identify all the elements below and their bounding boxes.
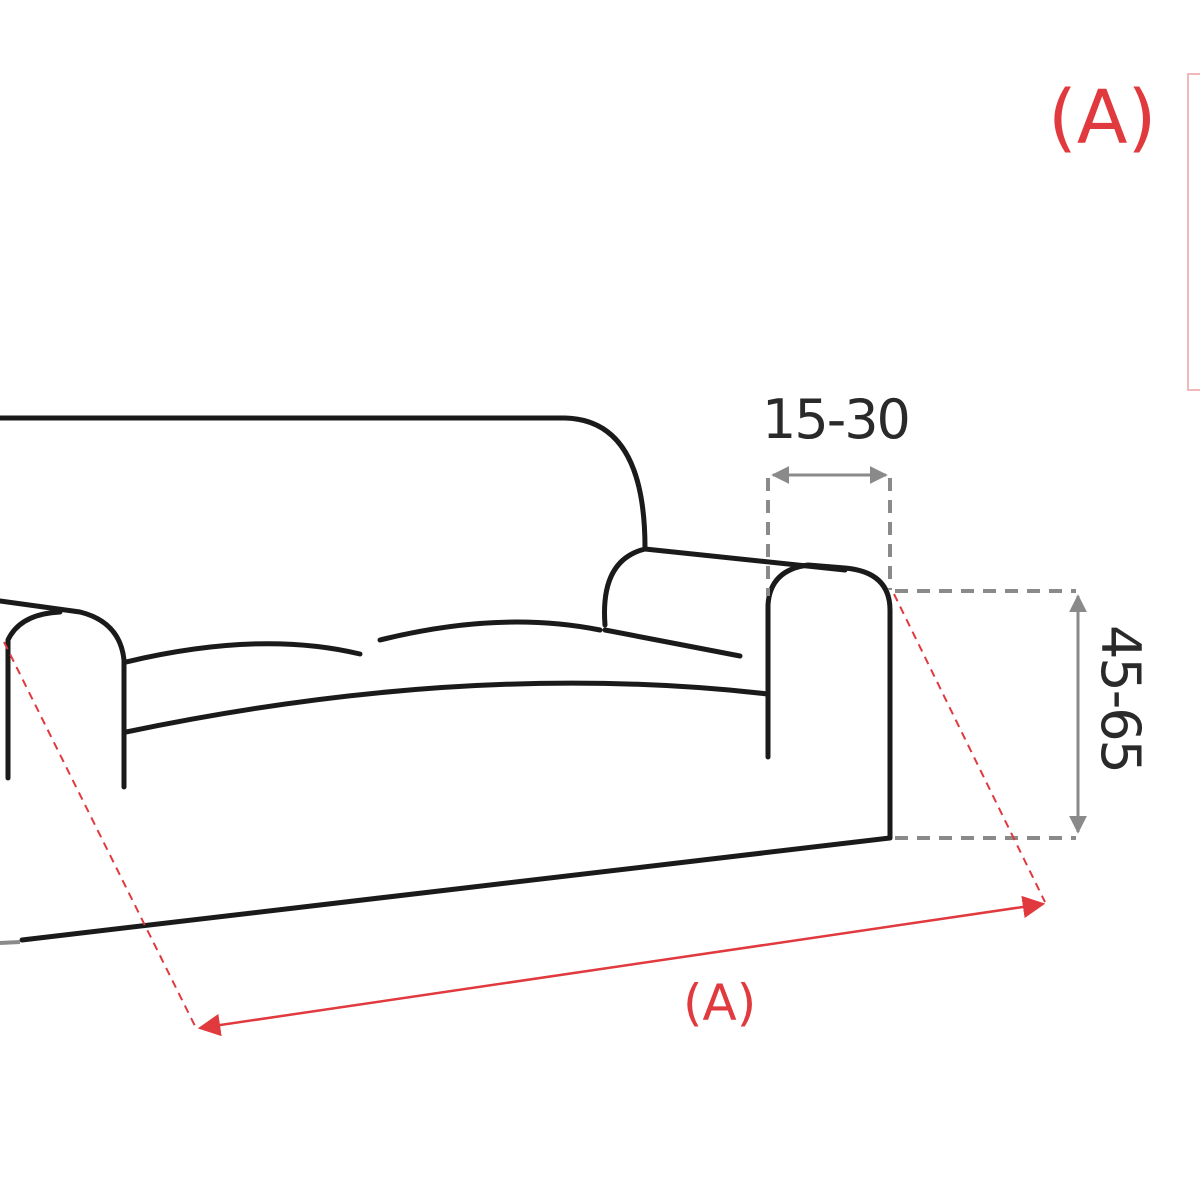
length-label: (A)	[683, 974, 756, 1032]
seat-cushion-left	[123, 641, 363, 665]
legend-frame	[1187, 73, 1200, 391]
arm-width-dimension: 15-30	[762, 388, 911, 596]
arm-width-label: 15-30	[762, 388, 909, 451]
backrest	[0, 415, 648, 551]
length-guide-left	[3, 641, 197, 1029]
sofa-base	[19, 835, 893, 943]
length-guide-right	[893, 593, 1046, 903]
right-arm	[765, 562, 893, 841]
base-left-stub	[0, 940, 21, 945]
arm-height-label: 45-65	[1089, 625, 1152, 772]
seat-front-edge	[123, 680, 771, 735]
right-back-pillow	[602, 546, 743, 659]
left-arm-inner	[5, 609, 63, 781]
length-arrow	[197, 895, 1046, 1037]
legend-length-label: (A)	[1048, 75, 1156, 161]
length-dimension: (A)	[3, 593, 1046, 1037]
seat-cushion-right	[377, 619, 603, 643]
left-arm	[0, 598, 127, 790]
arm-height-dimension: 45-65	[895, 589, 1152, 840]
sofa-outline	[0, 415, 893, 945]
